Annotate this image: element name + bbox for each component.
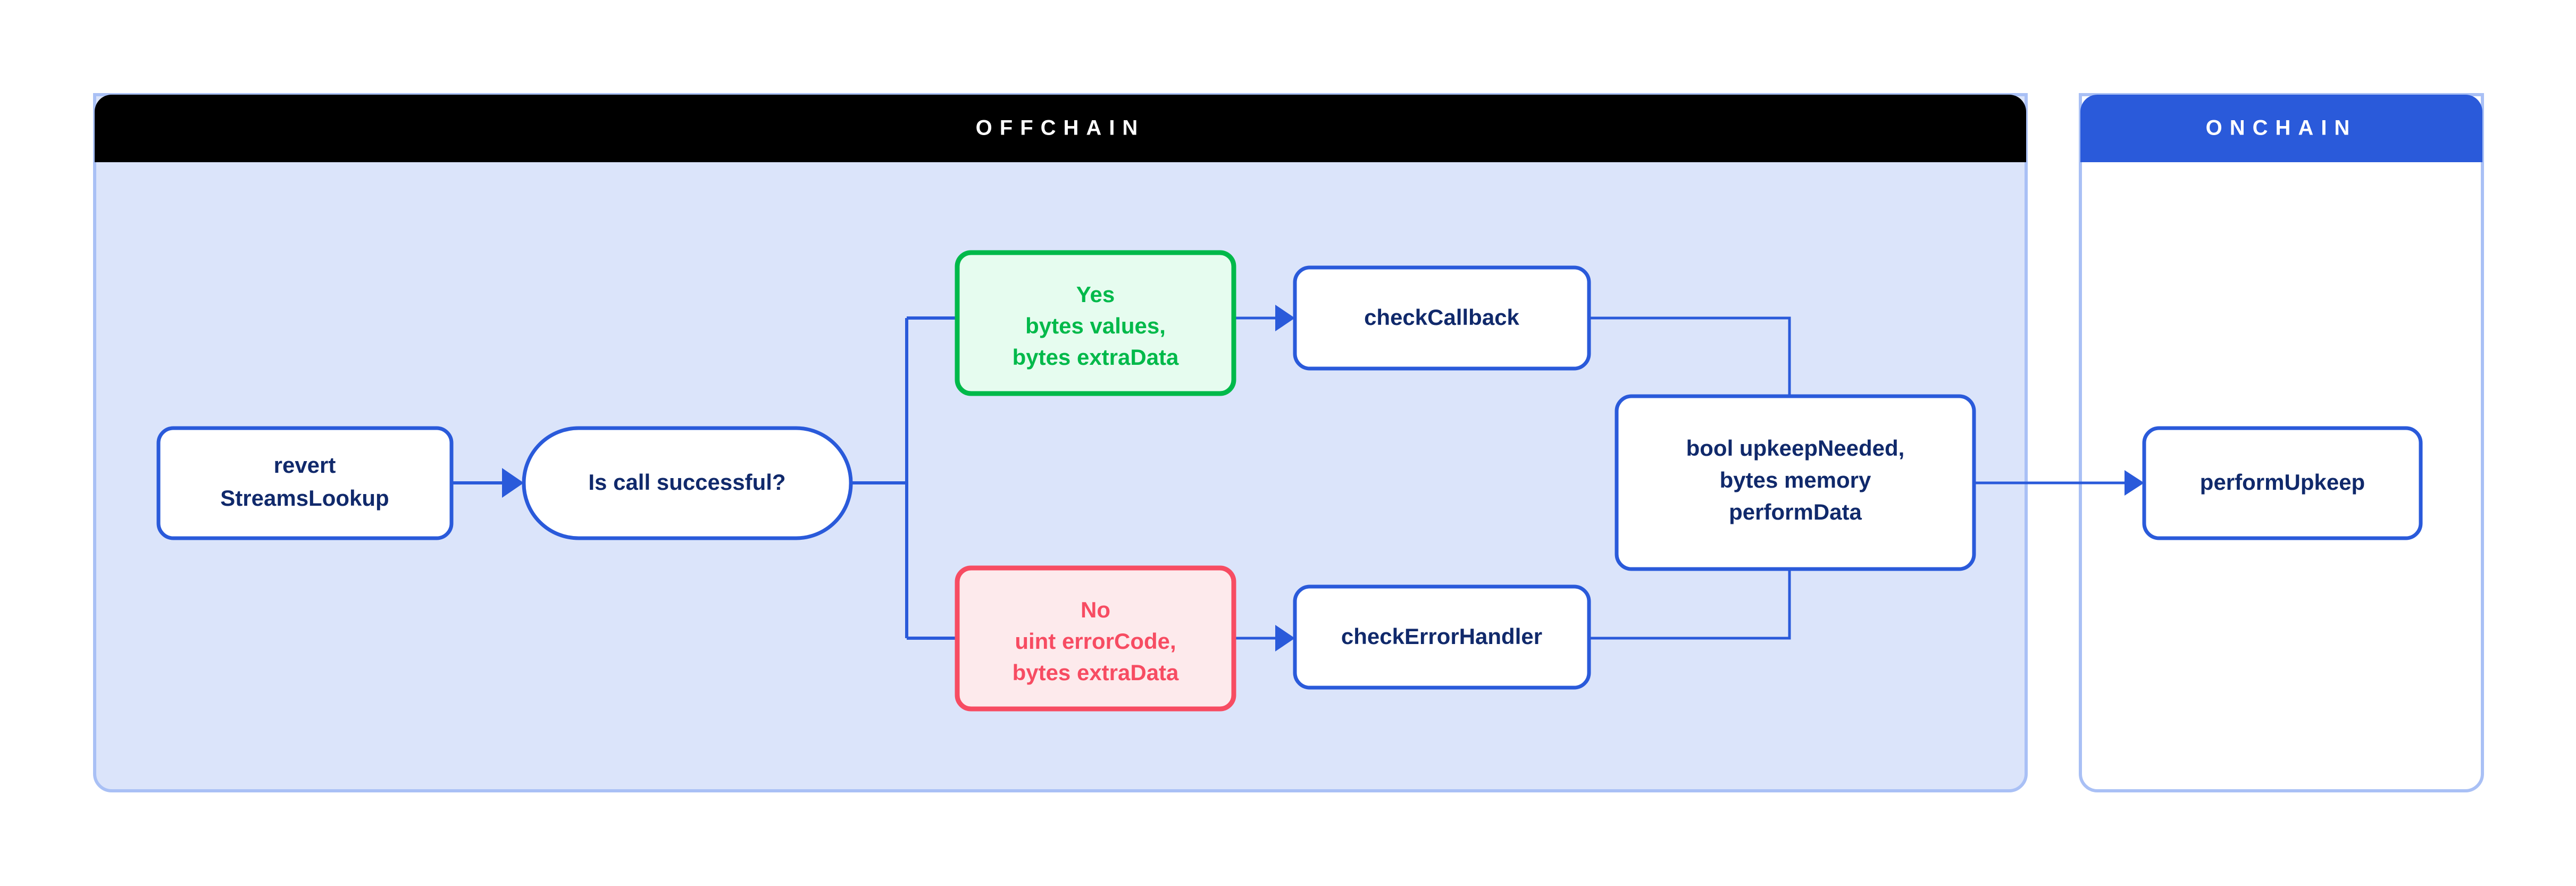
node-upkeep-result-shape[interactable] xyxy=(1615,394,1976,571)
panel-onchain-header xyxy=(2080,95,2482,162)
edge-result-to-performupkeep xyxy=(1973,470,2144,496)
node-revert-streamslookup-line-1: revert xyxy=(274,453,336,478)
edge-revert-to-decision xyxy=(451,468,524,498)
node-check-error-handler-label: checkErrorHandler xyxy=(1341,624,1542,649)
arrowhead-icon xyxy=(1275,625,1295,651)
node-no-branch-line-2: uint errorCode, xyxy=(1015,629,1176,654)
node-no-branch-line-1: No xyxy=(1081,597,1110,622)
node-perform-upkeep-label: performUpkeep xyxy=(2200,470,2365,495)
node-yes-branch[interactable]: Yes bytes values, bytes extraData xyxy=(955,250,1236,396)
arrowhead-icon xyxy=(1275,305,1295,331)
panel-onchain-label: ONCHAIN xyxy=(2206,116,2357,140)
node-revert-streamslookup-line-2: StreamsLookup xyxy=(220,486,389,511)
node-revert-streamslookup[interactable]: revert StreamsLookup xyxy=(156,426,454,540)
edge-yes-to-checkcallback xyxy=(1234,305,1295,331)
panel-offchain-label: OFFCHAIN xyxy=(976,116,1145,140)
node-is-call-successful-label: Is call successful? xyxy=(588,470,785,495)
node-perform-upkeep-shape[interactable] xyxy=(2142,426,2423,540)
node-no-branch-shape[interactable] xyxy=(955,565,1236,712)
edge-no-to-checkerrorhandler xyxy=(1234,625,1295,651)
edge-checkerrorhandler-to-result xyxy=(1589,568,1791,640)
node-is-call-successful[interactable]: Is call successful? xyxy=(522,426,853,540)
node-check-callback[interactable]: checkCallback xyxy=(1293,265,1591,371)
node-upkeep-result-line-3: performData xyxy=(1729,499,1862,524)
node-is-call-successful-shape[interactable] xyxy=(522,426,853,540)
node-check-callback-label: checkCallback xyxy=(1364,305,1519,330)
node-yes-branch-shape[interactable] xyxy=(955,250,1236,396)
node-yes-branch-line-2: bytes values, xyxy=(1025,313,1166,338)
edge-checkcallback-to-result xyxy=(1589,316,1791,398)
node-no-branch[interactable]: No uint errorCode, bytes extraData xyxy=(955,565,1236,712)
edge-decision-branch xyxy=(851,316,957,640)
node-revert-streamslookup-shape[interactable] xyxy=(156,426,454,540)
node-no-branch-line-3: bytes extraData xyxy=(1013,660,1179,685)
node-check-error-handler-shape[interactable] xyxy=(1293,584,1591,690)
node-perform-upkeep[interactable]: performUpkeep xyxy=(2142,426,2423,540)
node-upkeep-result[interactable]: bool upkeepNeeded, bytes memory performD… xyxy=(1615,394,1976,571)
node-check-error-handler[interactable]: checkErrorHandler xyxy=(1293,584,1591,690)
arrowhead-icon xyxy=(502,468,524,498)
node-upkeep-result-line-1: bool upkeepNeeded, xyxy=(1686,436,1905,461)
node-yes-branch-line-1: Yes xyxy=(1076,282,1115,307)
node-check-callback-shape[interactable] xyxy=(1293,265,1591,371)
panel-offchain-header xyxy=(95,95,2026,162)
node-upkeep-result-line-2: bytes memory xyxy=(1720,467,1871,492)
node-yes-branch-line-3: bytes extraData xyxy=(1013,345,1179,370)
arrowhead-icon xyxy=(2125,470,2144,496)
